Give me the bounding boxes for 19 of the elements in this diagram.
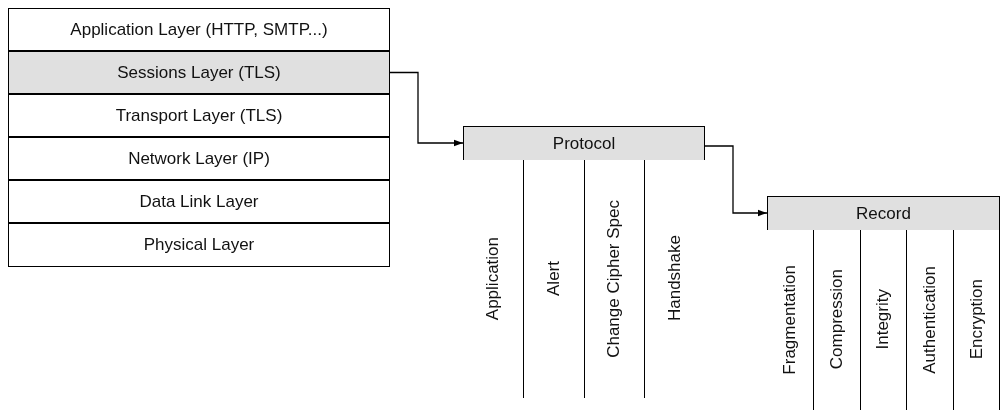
- column-label-cell: Integrity: [859, 229, 907, 410]
- header-label: Protocol: [464, 127, 704, 161]
- header-label: Record: [768, 197, 999, 231]
- column-label-cell: Fragmentation: [766, 229, 814, 410]
- column-label-cell: Change Cipher Spec: [583, 159, 644, 398]
- layer-row: Application Layer (HTTP, SMTP...): [8, 8, 390, 51]
- column-label-cell: Application: [462, 159, 523, 398]
- layer-row: Sessions Layer (TLS): [8, 51, 390, 94]
- layer-row: Network Layer (IP): [8, 137, 390, 180]
- layer-row: Data Link Layer: [8, 180, 390, 223]
- column-label-cell: Handshake: [644, 159, 705, 398]
- column-label-cell: Encryption: [952, 229, 1000, 410]
- column-label-cell: Compression: [813, 229, 860, 410]
- column-label-cell: Alert: [523, 159, 584, 398]
- column-label-cell: Authentication: [906, 229, 953, 410]
- layer-row: Physical Layer: [8, 223, 390, 267]
- layer-row: Transport Layer (TLS): [8, 94, 390, 137]
- arrow: [704, 145, 768, 217]
- arrow: [389, 71, 464, 147]
